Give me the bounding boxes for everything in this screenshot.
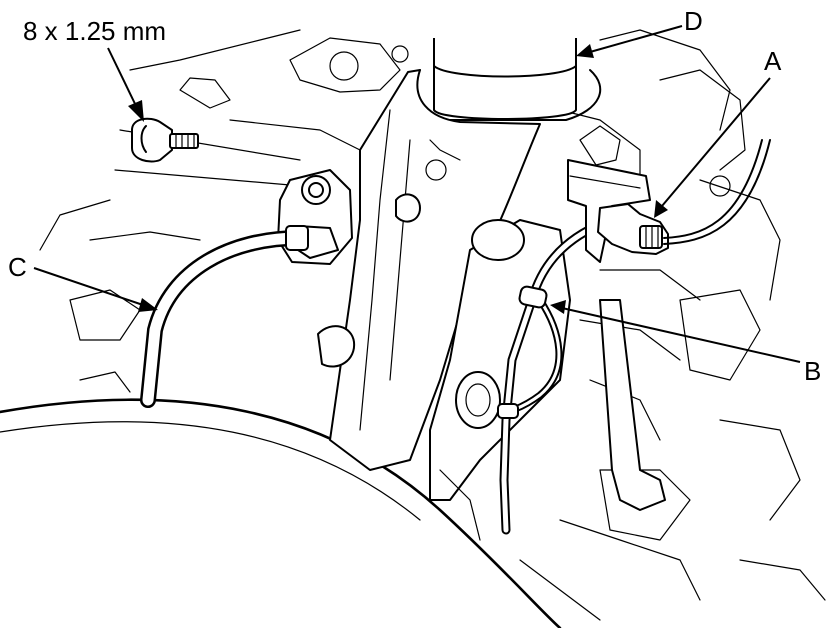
- label-a: A: [764, 46, 782, 76]
- label-c: C: [8, 252, 27, 282]
- leader-bolt: [107, 47, 139, 111]
- leader-lines: [33, 25, 801, 363]
- strut-knuckle: [317, 38, 666, 541]
- bolt-spec-label: 8 x 1.25 mm: [23, 16, 166, 46]
- leader-a: [661, 77, 771, 207]
- label-b: B: [804, 356, 821, 386]
- bolt: [131, 117, 199, 163]
- leader-d: [589, 25, 683, 53]
- sensor-harness: [497, 139, 771, 535]
- leader-c: [33, 267, 147, 307]
- label-d: D: [684, 6, 703, 36]
- brake-hose-c: [140, 225, 309, 408]
- leader-b: [561, 307, 801, 363]
- callout-labels: 8 x 1.25 mm D A C B: [8, 6, 821, 386]
- background-components: [39, 29, 826, 621]
